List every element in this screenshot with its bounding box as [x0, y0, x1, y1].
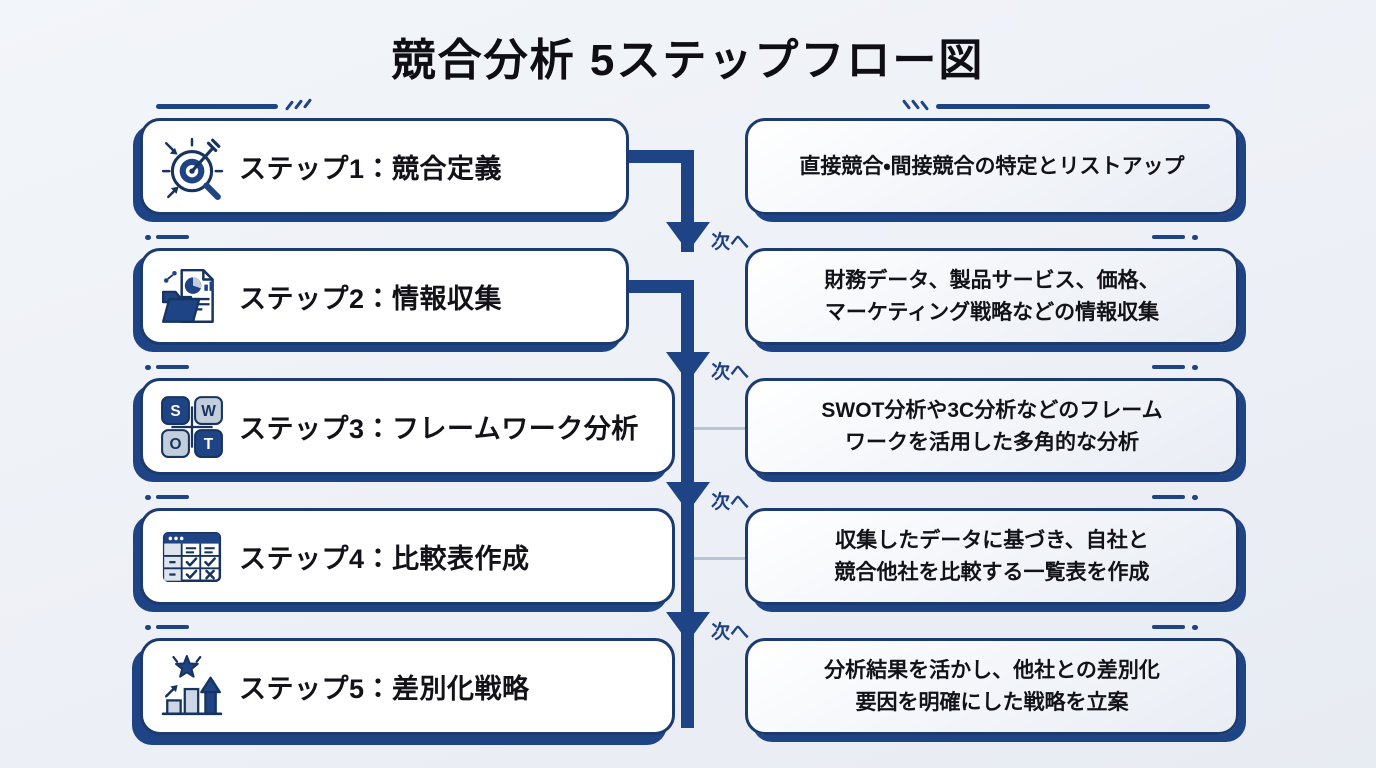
step-label: ステップ3：フレームワーク分析 — [239, 414, 639, 444]
growth-star-icon — [159, 654, 225, 720]
step-label: ステップ4：比較表作成 — [239, 544, 530, 574]
arrow-down-icon — [666, 612, 710, 642]
step-description-2: 財務データ、製品サービス、価格、 マーケティング戦略などの情報収集 — [745, 248, 1239, 345]
arrow-down-icon — [666, 482, 710, 512]
accent-line — [156, 625, 189, 629]
accent-line — [1152, 365, 1185, 369]
next-step-label: 次へ — [711, 492, 750, 513]
accent-dash — [919, 100, 930, 111]
description-text: 収集したデータに基づき、自社と — [835, 529, 1149, 552]
folder-document-icon — [159, 264, 225, 330]
accent-line — [156, 365, 189, 369]
description-text: ワークを活用した多角的な分析 — [845, 430, 1139, 454]
accent-dash — [302, 98, 313, 109]
target-magnifier-icon — [159, 134, 225, 200]
description-text: SWOT分析や3C分析などのフレーム — [821, 399, 1163, 422]
accent-line — [1152, 235, 1185, 239]
description-text: 競合他社を比較する一覧表を作成 — [834, 560, 1150, 584]
description-text: 財務データ、製品サービス、価格、 — [824, 269, 1160, 292]
description-text: 分析結果を活かし、他社との差別化 — [824, 659, 1160, 682]
svg-text:S: S — [170, 403, 180, 420]
step-node-1: ステップ1：競合定義 — [140, 118, 629, 215]
accent-dash — [284, 100, 295, 111]
accent-dot — [145, 495, 151, 500]
step-node-3: S W O T ステップ3：フレームワーク分析 — [140, 378, 675, 475]
page-title: 競合分析 5ステップフロー図 — [391, 36, 985, 85]
step-label: ステップ1：競合定義 — [239, 154, 503, 184]
step-node-5: ステップ5：差別化戦略 — [140, 638, 675, 735]
step-description-5: 分析結果を活かし、他社との差別化 要因を明確にした戦略を立案 — [745, 638, 1239, 735]
svg-text:W: W — [201, 403, 216, 420]
speed-line — [156, 104, 278, 109]
node-description-link-4 — [694, 557, 747, 560]
next-step-label: 次へ — [711, 232, 750, 253]
accent-dash — [910, 99, 921, 110]
swot-grid-icon: S W O T — [159, 394, 225, 460]
speed-line — [936, 104, 1210, 109]
step-label: ステップ5：差別化戦略 — [239, 674, 530, 704]
next-step-label: 次へ — [711, 622, 750, 643]
accent-dot — [1192, 625, 1198, 630]
accent-line — [156, 495, 189, 499]
step-description-3: SWOT分析や3C分析などのフレーム ワークを活用した多角的な分析 — [745, 378, 1239, 475]
accent-line — [156, 235, 189, 239]
comparison-table-icon — [159, 524, 225, 590]
node-description-link-3 — [694, 427, 747, 430]
accent-dot — [1192, 495, 1198, 500]
accent-dot — [1192, 235, 1198, 240]
arrow-down-icon — [666, 352, 710, 382]
accent-dot — [145, 625, 151, 630]
step-node-4: ステップ4：比較表作成 — [140, 508, 675, 605]
description-text: マーケティング戦略などの情報収集 — [824, 300, 1160, 324]
step-description-1: 直接競合・間接競合の特定とリストアップ — [745, 118, 1239, 215]
accent-dash — [293, 99, 304, 110]
accent-line — [1152, 495, 1185, 499]
accent-dot — [1192, 365, 1198, 370]
description-text: 要因を明確にした戦略を立案 — [855, 690, 1129, 714]
step-description-4: 収集したデータに基づき、自社と 競合他社を比較する一覧表を作成 — [745, 508, 1239, 605]
accent-dot — [145, 365, 151, 370]
accent-dash — [901, 99, 912, 110]
svg-text:T: T — [204, 436, 214, 453]
accent-dot — [145, 235, 151, 240]
description-text: 直接競合・間接競合の特定とリストアップ — [799, 154, 1185, 178]
next-step-label: 次へ — [711, 362, 750, 383]
accent-line — [1152, 625, 1185, 629]
svg-text:O: O — [169, 436, 181, 453]
step-node-2: ステップ2：情報収集 — [140, 248, 629, 345]
arrow-down-icon — [666, 222, 710, 252]
step-label: ステップ2：情報収集 — [239, 284, 503, 314]
